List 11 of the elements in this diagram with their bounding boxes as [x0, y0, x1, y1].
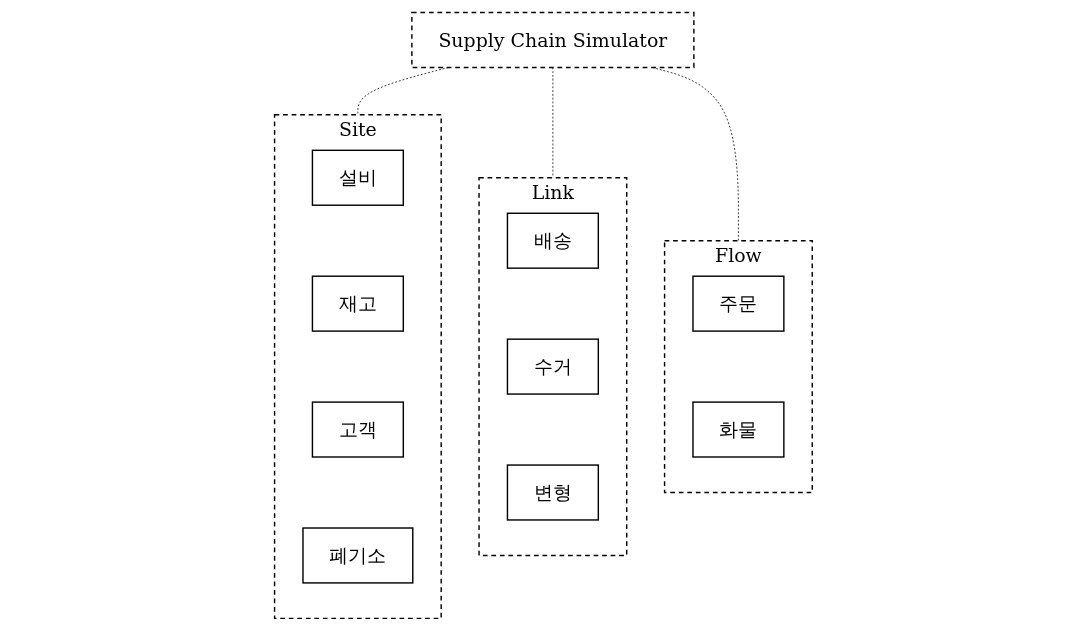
node-box: 폐기소 [302, 527, 414, 584]
node-box: 화물 [692, 401, 785, 458]
node-box: 배송 [506, 212, 600, 269]
node-box: 변형 [506, 464, 600, 521]
node-box: 고객 [311, 401, 405, 458]
node-box: 주문 [692, 275, 785, 332]
connector [552, 67, 554, 179]
node-box: 재고 [311, 275, 405, 332]
node-box: 설비 [311, 149, 405, 206]
node-box: 수거 [506, 338, 600, 395]
node-box: Supply Chain Simulator [411, 11, 695, 69]
